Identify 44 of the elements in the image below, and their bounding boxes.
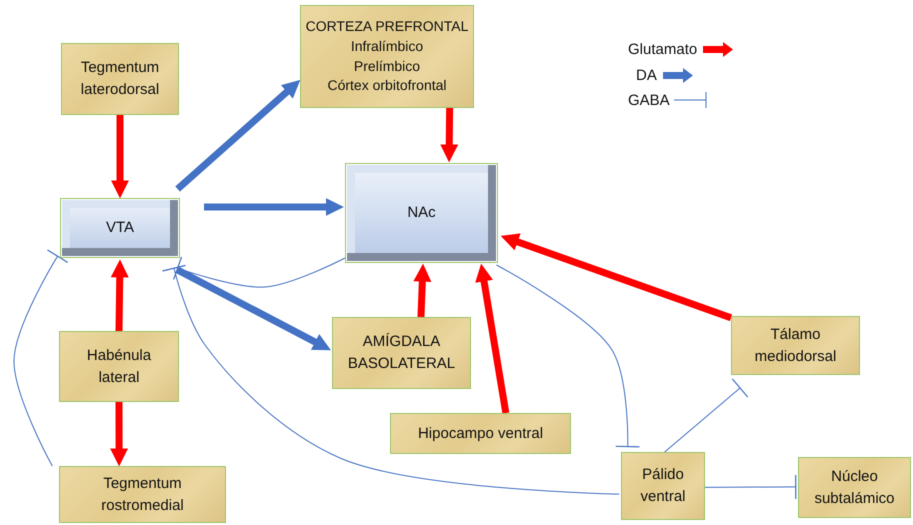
region-label: Prelímbico [354,56,420,76]
arrow [204,198,344,216]
region-box [345,163,498,263]
arrow [500,233,732,322]
region-label: VTA [104,218,136,238]
arrow [440,108,458,162]
region-label: Infralímbico [350,36,424,56]
region-box [300,5,474,108]
region-box [731,316,860,375]
arrow [110,259,129,332]
region-label: Pálido ventral [639,465,687,507]
region-box [60,198,180,258]
region-box [621,452,705,520]
inhibition-line [14,249,68,466]
arrow [475,264,510,414]
region-label: Habénula lateral [86,346,152,388]
region-box [332,317,471,389]
region-box [390,413,571,454]
region-box [59,331,179,402]
region-box [59,466,226,523]
legend-label: DA [636,66,657,84]
arrow [111,115,129,198]
arrow [110,402,128,466]
region-label: Tegmentum laterodorsal [80,58,160,100]
region-label: Núcleo subtalámico [813,466,896,508]
legend-label: GABA [628,92,670,108]
legend-label: Glutamato [628,40,698,58]
arrow [413,264,432,318]
region-box [61,43,179,115]
inhibition-line [162,264,620,495]
region-label: Tálamo mediodorsal [754,324,838,366]
region-label: Hipocampo ventral [416,424,544,444]
inhibition-line [664,378,748,452]
arrow [176,266,331,350]
inhibition-line [173,256,346,288]
inhibition-line [496,264,640,448]
region-label: Córtex orbitofrontal [327,76,447,96]
region-label: AMÍGDALA BASOLATERAL [346,332,456,374]
region-box [798,457,911,518]
arrow [175,80,300,192]
region-label: NAc [406,203,437,224]
region-label: CORTEZA PREFRONTAL [306,17,468,36]
inhibition-line [704,474,796,500]
region-label: Tegmentum rostromedial [100,474,185,516]
